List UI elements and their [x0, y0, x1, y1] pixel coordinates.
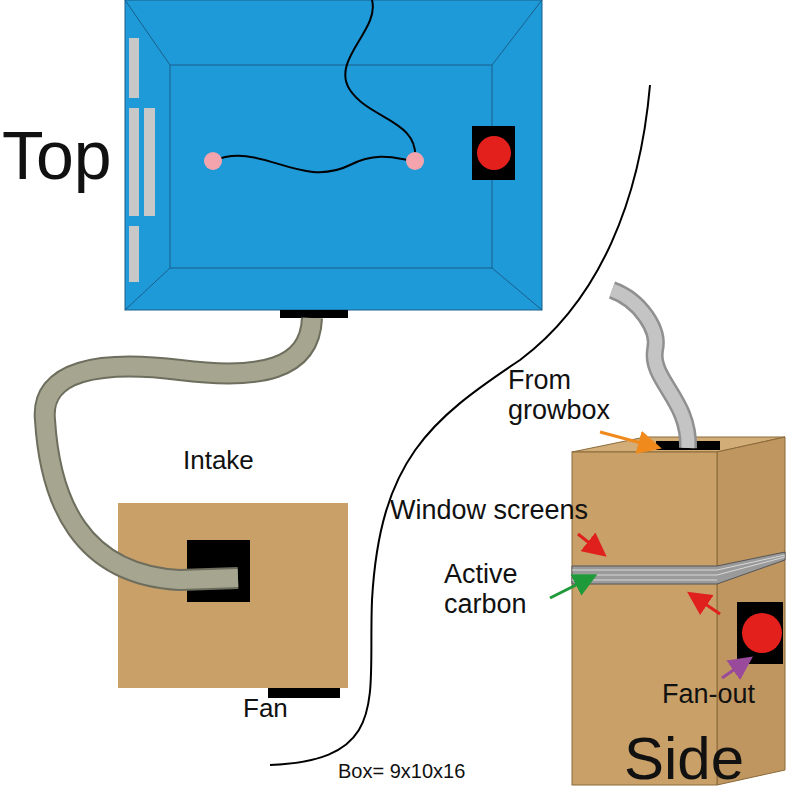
part-label: Fan — [243, 694, 288, 723]
view-title: Top — [2, 118, 112, 193]
callout-label: Active carbon — [444, 560, 568, 619]
part-label: Intake — [183, 446, 254, 475]
dimension-label: Box= 9x10x16 — [338, 760, 465, 782]
callout-label: From growbox — [508, 366, 626, 425]
callout-label: Fan-out — [662, 680, 755, 710]
callout-label: Window screens — [390, 496, 588, 526]
view-title: Side — [624, 726, 744, 792]
